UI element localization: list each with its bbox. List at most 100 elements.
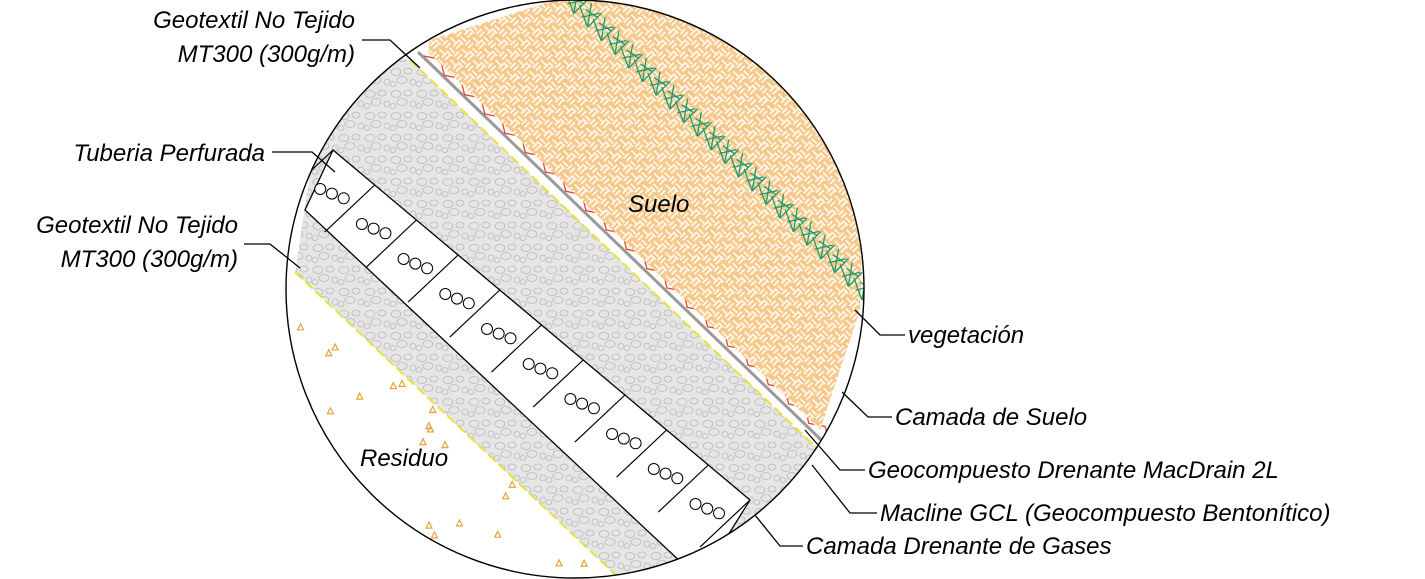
- pipe-hole: [629, 437, 642, 450]
- pipe-hole: [647, 463, 660, 475]
- residue-mark: [441, 440, 449, 449]
- residue-mark: [355, 391, 364, 400]
- leader-geocompuesto: [804, 429, 865, 471]
- residue-mark: [418, 437, 427, 446]
- residue-mark: [316, 564, 325, 573]
- grass-tuft: [839, 262, 863, 287]
- grass-tuft: [743, 166, 767, 192]
- residue-mark: [424, 421, 433, 430]
- residue-mark: [341, 563, 350, 572]
- pipe-hole: [481, 323, 493, 335]
- residue-mark: [501, 491, 510, 500]
- grass-tuft: [688, 112, 712, 137]
- pipe-hole: [564, 393, 577, 405]
- pipe-hole: [504, 332, 517, 345]
- grass-tuft: [565, 0, 589, 15]
- residue-mark: [360, 518, 369, 527]
- detail-circle: [285, 0, 865, 579]
- grass-tuft: [633, 57, 657, 83]
- residue-mark: [389, 381, 398, 390]
- pipe-divider: [407, 254, 459, 303]
- leader-tuberia: [272, 151, 336, 173]
- grass-tuft: [784, 207, 808, 233]
- section-layers: [286, 0, 864, 578]
- pipe-hole: [534, 362, 547, 375]
- residue-mark: [336, 501, 345, 510]
- residue-mark: [425, 520, 434, 529]
- grass-tuft: [702, 125, 726, 151]
- residue-mark: [555, 558, 564, 567]
- grass-tuft: [853, 275, 864, 301]
- residue-mark: [296, 322, 305, 331]
- residue-mark: [398, 379, 406, 388]
- leader-camada-suelo: [841, 391, 892, 418]
- pipe-hole: [439, 288, 452, 300]
- residue-mark: [291, 381, 300, 390]
- pipe-hole: [462, 297, 475, 310]
- pipe-hole: [397, 253, 410, 265]
- pipe-divider: [324, 184, 376, 233]
- grass-tuft: [716, 139, 740, 165]
- pipe-hole: [659, 467, 672, 480]
- grass-tuft: [771, 194, 795, 219]
- vegetation-grass: [551, 0, 864, 301]
- residue-mark: [324, 348, 333, 357]
- pipe-divider: [616, 429, 668, 478]
- grass-tuft: [825, 248, 850, 274]
- label-geotextil-bottom-2: MT300 (300g/m): [61, 246, 238, 273]
- pipe-hole: [492, 327, 505, 340]
- residue-mark: [428, 405, 437, 414]
- label-macline: Macline GCL (Geocompuesto Bentonítico): [880, 500, 1330, 527]
- geotextile-top-line: [409, 59, 846, 476]
- perforated-pipe-band: [286, 148, 751, 578]
- label-geotextil-top-1: Geotextil No Tejido: [153, 7, 355, 34]
- residue-mark: [363, 534, 371, 542]
- residue-mark: [331, 342, 340, 351]
- grass-tuft: [812, 234, 836, 260]
- grass-tuft: [729, 153, 753, 178]
- pipe-hole: [337, 192, 350, 205]
- residue-mark: [455, 518, 464, 527]
- grass-tuft: [798, 221, 822, 246]
- pipe-divider: [532, 359, 584, 408]
- grass-tuft: [661, 84, 685, 110]
- residue-mark: [493, 529, 502, 538]
- pipe-hole: [546, 367, 559, 380]
- residue-layer: [286, 210, 620, 578]
- pipe-divider: [365, 219, 417, 268]
- leader-macline: [811, 464, 877, 514]
- pipe-hole: [379, 227, 392, 240]
- label-tuberia: Tuberia Perfurada: [73, 140, 265, 167]
- gcl-membrane-line: [416, 50, 842, 460]
- residue-mark: [371, 555, 380, 563]
- residue-mark: [508, 479, 517, 488]
- grass-tuft: [592, 16, 616, 42]
- pipe-hole: [409, 257, 422, 270]
- residue-mark: [327, 507, 336, 516]
- pipe-divider: [657, 464, 709, 513]
- label-camada-suelo: Camada de Suelo: [895, 404, 1087, 431]
- residue-mark: [313, 532, 322, 541]
- residue-mark: [580, 558, 589, 567]
- leader-geotextil-bottom: [244, 243, 301, 269]
- residue-mark: [377, 504, 386, 513]
- residue-mark: [430, 530, 439, 539]
- pipe-hole: [421, 262, 434, 275]
- residue-mark: [313, 546, 322, 555]
- label-geotextil-top-2: MT300 (300g/m): [178, 41, 355, 68]
- pipe-hole: [689, 498, 702, 510]
- pipe-hole: [606, 428, 619, 440]
- label-camada-drenante: Camada Drenante de Gases: [806, 533, 1112, 560]
- pipe-hole: [576, 397, 589, 410]
- gas-drainage-gravel-layer: [295, 40, 845, 578]
- pipe-hole: [355, 218, 368, 230]
- grass-tuft: [647, 71, 671, 96]
- soil-layer: [428, 0, 864, 430]
- residue-mark: [326, 406, 335, 415]
- pipe-hole: [701, 502, 714, 515]
- grass-tuft: [606, 30, 630, 56]
- geotextile-bottom-line: [294, 271, 621, 578]
- pipe-divider: [699, 499, 751, 548]
- pipe-divider: [491, 324, 542, 373]
- label-vegetacion: vegetación: [908, 322, 1024, 349]
